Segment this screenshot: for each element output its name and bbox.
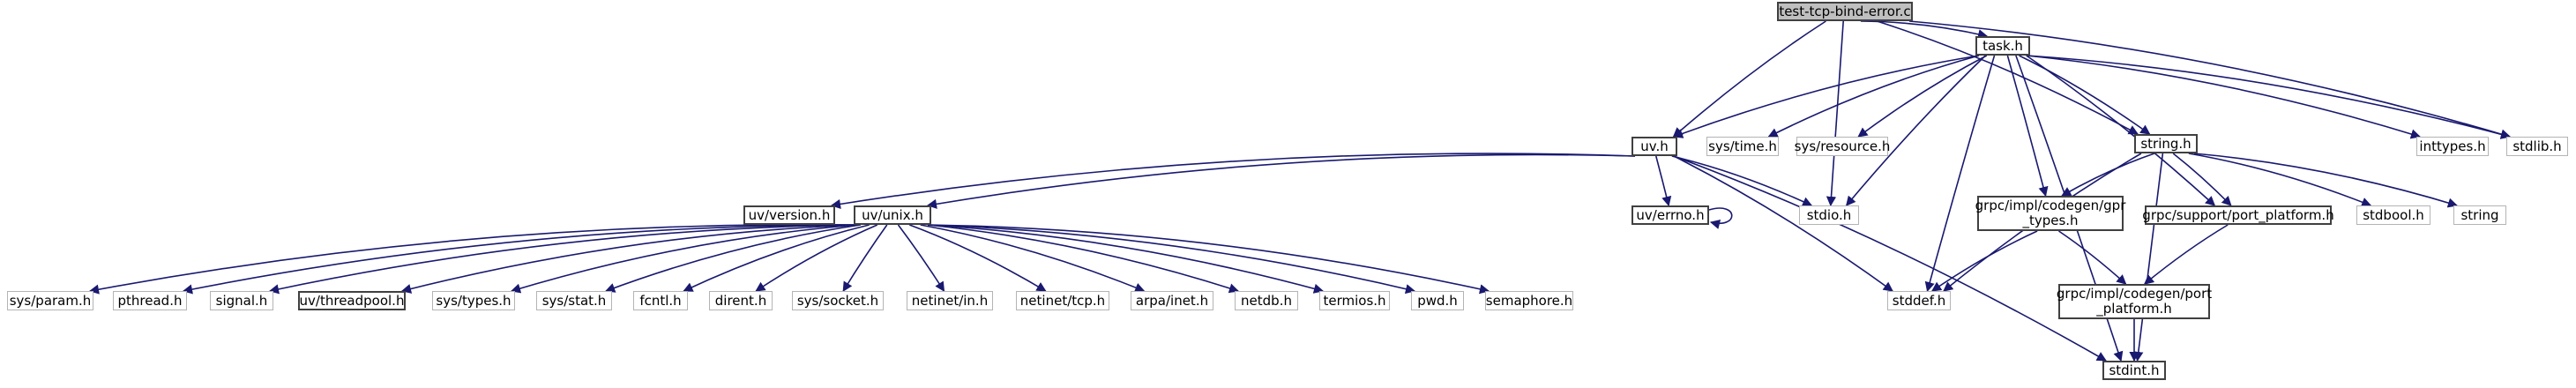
graph-edge-uvh-to-uvunix [926, 153, 1636, 209]
graph-edge-root-to-stringh [1877, 20, 2139, 135]
graph-node-uvh[interactable]: uv.h [1631, 137, 1677, 156]
graph-edge-uvunix-to-signal [268, 224, 858, 295]
graph-edge-uvunix-to-netinetin [897, 224, 945, 292]
graph-edge-gprtypes-to-stddef [1930, 230, 2038, 292]
graph-edge-uvunix-to-dirent [755, 224, 878, 292]
graph-node-inttypes[interactable]: inttypes.h [2416, 137, 2489, 156]
graph-node-signal[interactable]: signal.h [210, 291, 273, 310]
graph-node-pwd[interactable]: pwd.h [1411, 291, 1464, 310]
graph-edge-stringh-to-stdbool [2188, 153, 2372, 207]
graph-edge-task-to-gprtypes [2006, 55, 2049, 198]
graph-node-stdio[interactable]: stdio.h [1799, 205, 1859, 225]
graph-edge-task-to-stddef [1924, 55, 1996, 293]
graph-edge-stringh-to-gprtypes [2061, 153, 2155, 197]
graph-edge-task-to-uvh [1672, 55, 1980, 138]
graph-edge-uvh-to-stdio [1671, 155, 1813, 206]
graph-edge-stringh-to-supportport [2172, 153, 2232, 206]
graph-node-sysresource[interactable]: sys/resource.h [1795, 137, 1890, 156]
graph-edge-uvh-to-uvversion [830, 153, 1636, 209]
graph-edge-stringh-to-stdint [2133, 153, 2164, 362]
graph-edge-stringh-to-stringcpp [2193, 153, 2459, 208]
graph-node-sysstat[interactable]: sys/stat.h [536, 291, 612, 310]
graph-node-pthread[interactable]: pthread.h [113, 291, 187, 310]
graph-node-systime[interactable]: sys/time.h [1706, 137, 1779, 156]
graph-edge-task-to-supportport [2026, 55, 2216, 206]
graph-edge-uvunix-to-threadpool [400, 224, 858, 294]
graph-node-netdb[interactable]: netdb.h [1235, 291, 1298, 310]
graph-node-task[interactable]: task.h [1975, 36, 2030, 56]
graph-edge-uvh-to-stddef [1673, 155, 1893, 292]
graph-node-uverrno[interactable]: uv/errno.h [1631, 205, 1709, 225]
graph-node-stddef[interactable]: stddef.h [1887, 291, 1951, 310]
graph-edge-task-to-systime [1767, 55, 1980, 138]
graph-edge-root-to-stdio [1826, 20, 1844, 207]
graph-edge-task-to-stringh [2019, 55, 2151, 135]
graph-edge-uvunix-to-semaphore [927, 224, 1490, 295]
graph-node-arpainet[interactable]: arpa/inet.h [1131, 291, 1213, 310]
graph-node-stdbool[interactable]: stdbool.h [2356, 205, 2430, 225]
graph-edge-uvh-to-uverrno [1655, 155, 1672, 207]
graph-node-sysparam[interactable]: sys/param.h [7, 291, 93, 310]
graph-node-stdint[interactable]: stdint.h [2102, 361, 2166, 380]
graph-node-stringh[interactable]: string.h [2134, 134, 2198, 153]
graph-edge-supportport-to-portplatform [2143, 224, 2229, 285]
graph-edge-task-to-stdio [1845, 55, 1986, 206]
graph-edge-task-to-inttypes [2026, 55, 2422, 139]
graph-node-root[interactable]: test-tcp-bind-error.c [1777, 2, 1913, 21]
graph-node-gprtypes[interactable]: grpc/impl/codegen/gpr _types.h [1975, 196, 2125, 231]
graph-edge-gprtypes-to-portplatform [2058, 230, 2127, 285]
graph-node-uvunix[interactable]: uv/unix.h [854, 205, 931, 225]
graph-edge-uvunix-to-syssocket [842, 224, 888, 292]
graph-edge-uvunix-to-pthread [182, 224, 858, 295]
graph-node-threadpool[interactable]: uv/threadpool.h [298, 291, 406, 310]
graph-node-termios[interactable]: termios.h [1319, 291, 1390, 310]
graph-node-systypes[interactable]: sys/types.h [432, 291, 515, 310]
graph-edge-uvunix-to-sysparam [88, 223, 858, 295]
graph-edge-uverrno-to-uverrno [1708, 207, 1733, 229]
graph-edge-task-to-sysresource [1857, 55, 1988, 138]
graph-node-netinetin[interactable]: netinet/in.h [907, 291, 993, 310]
graph-node-portplatform[interactable]: grpc/impl/codegen/port _platform.h [2057, 284, 2212, 319]
graph-node-stdlib[interactable]: stdlib.h [2506, 137, 2568, 156]
graph-node-dirent[interactable]: dirent.h [709, 291, 773, 310]
graph-edge-root-to-stdlib [1908, 20, 2512, 139]
graph-edge-uvh-to-stdint [1673, 155, 2107, 362]
graph-edge-task-to-stdlib [2026, 55, 2512, 139]
graph-node-stringcpp[interactable]: string [2453, 205, 2506, 225]
graph-node-netinettcp[interactable]: netinet/tcp.h [1016, 291, 1109, 310]
graph-edge-root-to-task [1860, 20, 1989, 40]
graph-edge-uvunix-to-systypes [510, 224, 858, 294]
graph-edge-uvunix-to-termios [927, 224, 1325, 294]
graph-edge-uvunix-to-pwd [927, 224, 1416, 295]
graph-node-uvversion[interactable]: uv/version.h [743, 205, 835, 225]
graph-node-supportport[interactable]: grpc/support/port_platform.h [2142, 205, 2334, 225]
graph-edge-uvunix-to-sysstat [605, 224, 862, 293]
graph-node-semaphore[interactable]: semaphore.h [1485, 291, 1573, 310]
graph-edge-uvunix-to-arpainet [920, 224, 1146, 293]
graph-edge-uvunix-to-fcntl [683, 224, 870, 292]
graph-edge-uvunix-to-netdb [927, 224, 1240, 294]
graph-edge-root-to-uvh [1672, 20, 1826, 138]
graph-node-syssocket[interactable]: sys/socket.h [792, 291, 884, 310]
graph-node-fcntl[interactable]: fcntl.h [633, 291, 688, 310]
graph-edge-uvunix-to-netinettcp [909, 224, 1047, 292]
